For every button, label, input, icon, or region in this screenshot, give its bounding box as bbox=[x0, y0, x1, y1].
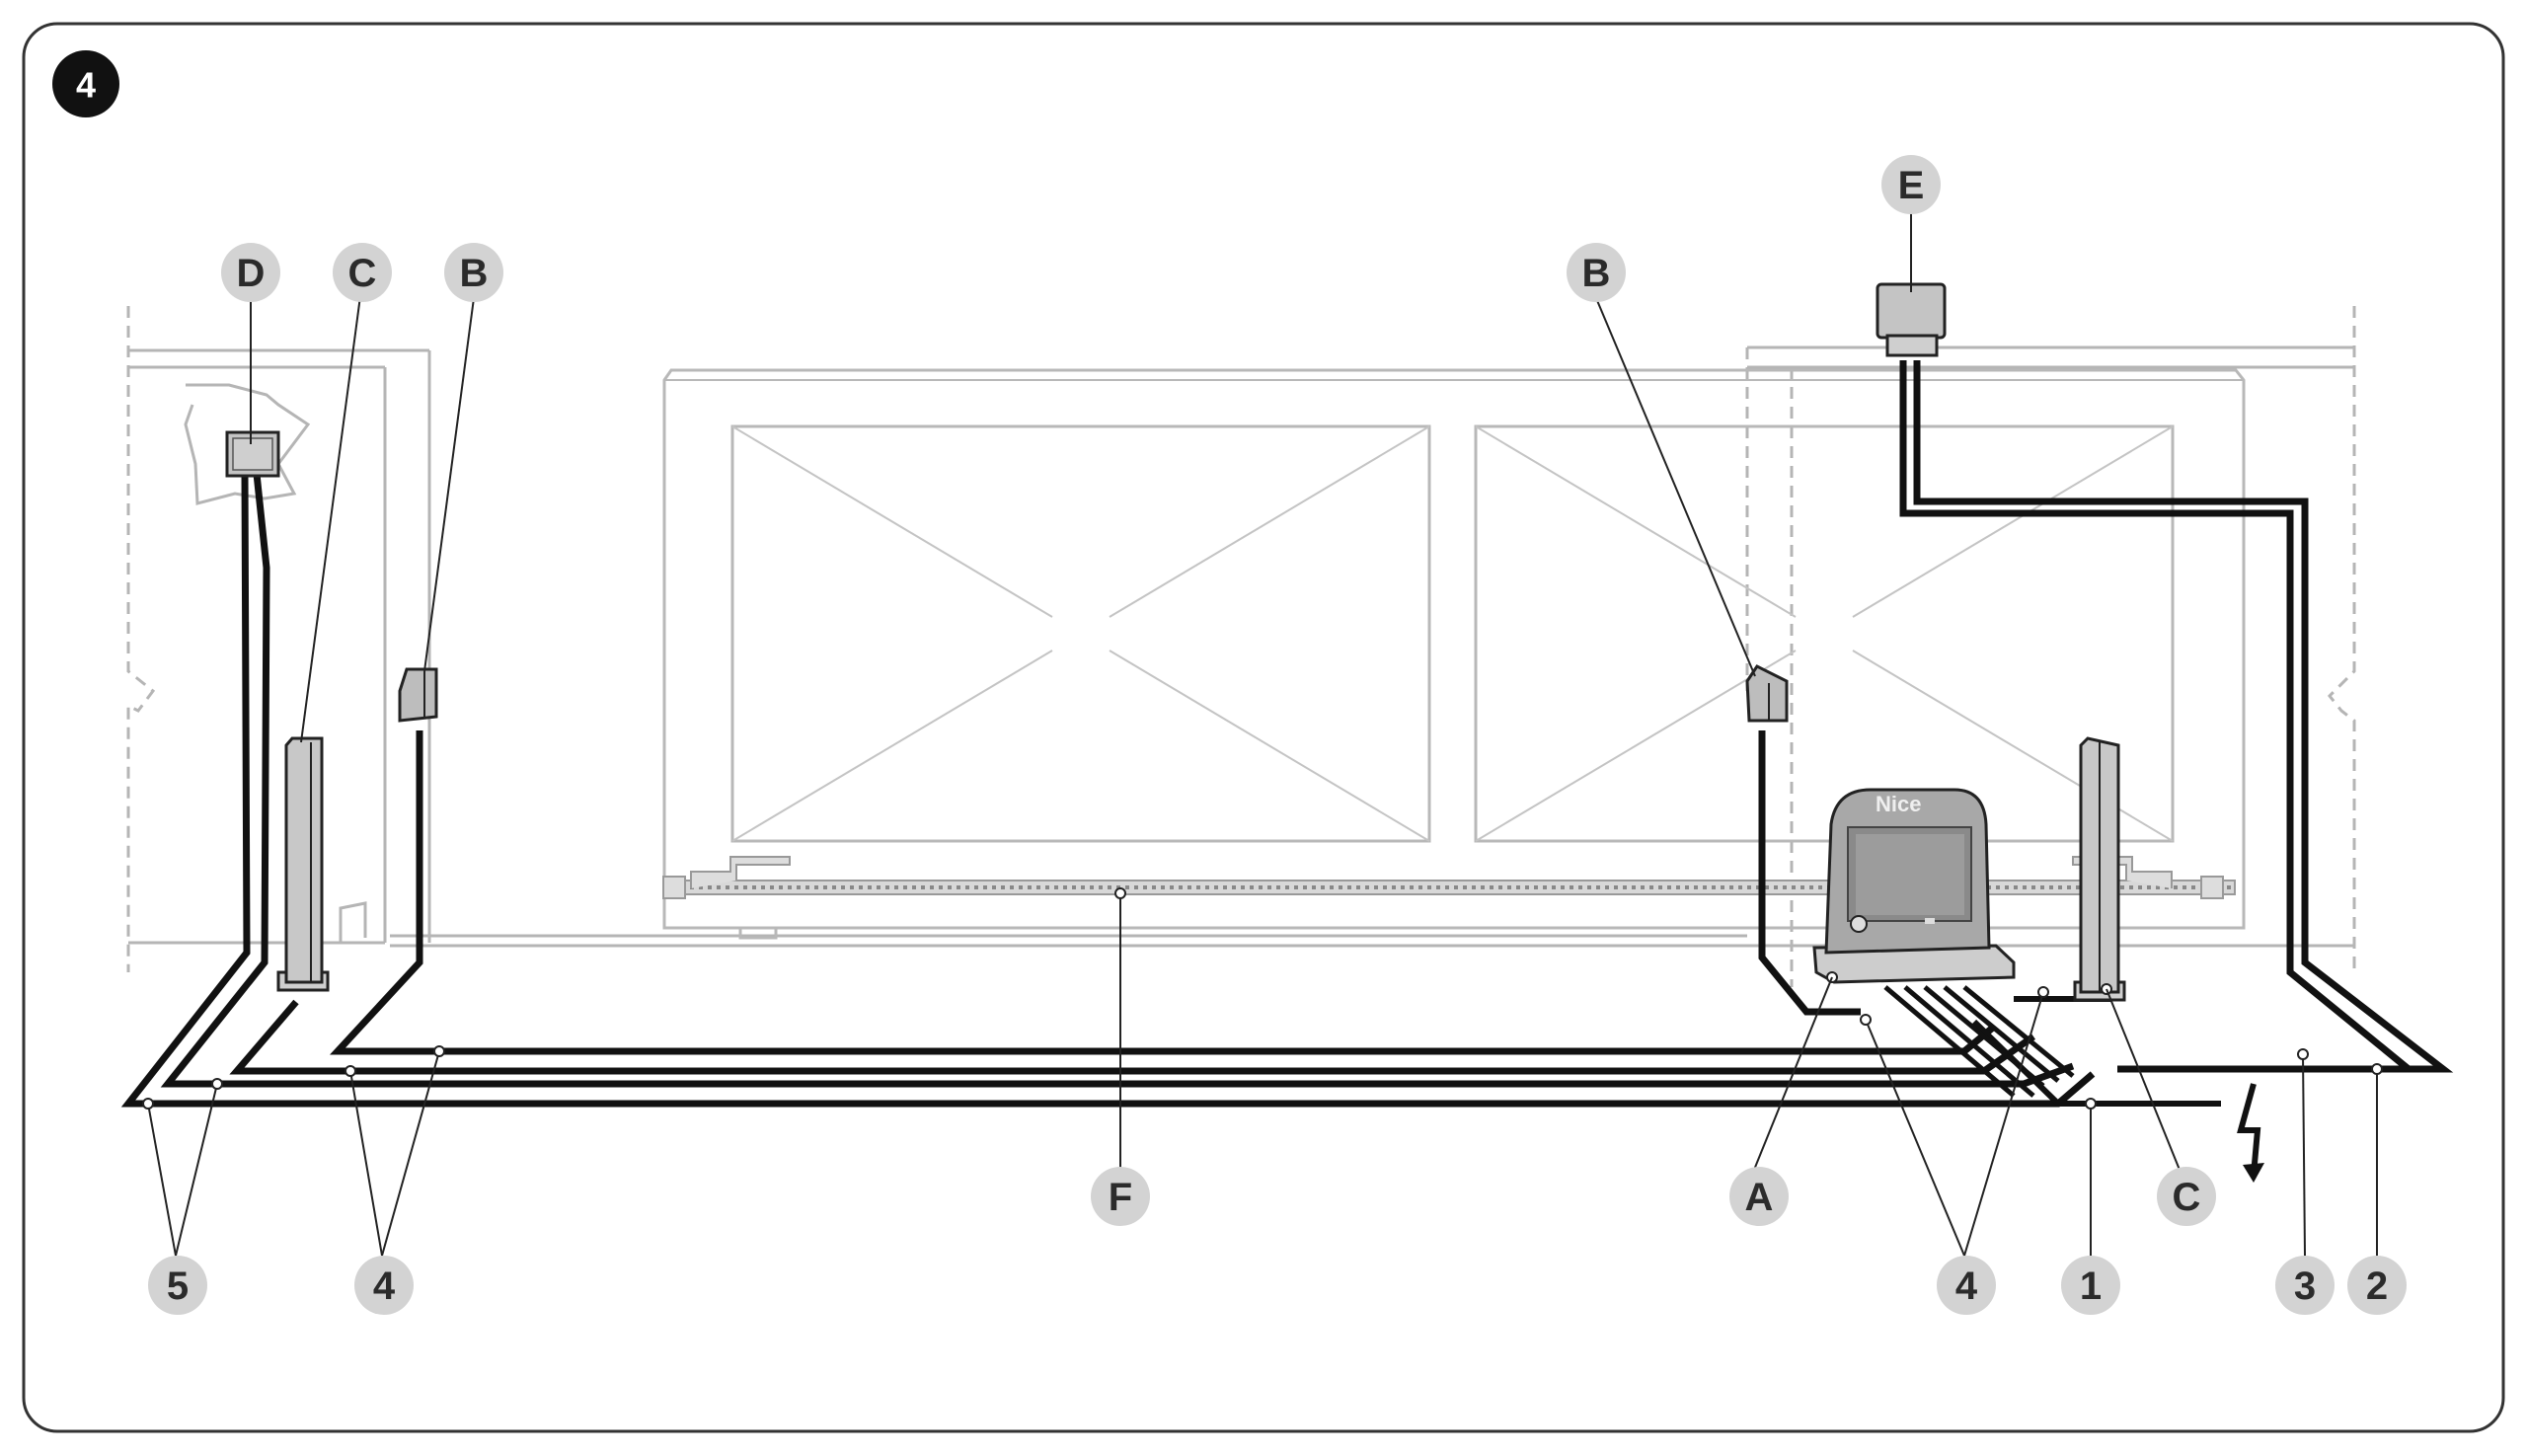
photocell-post-right bbox=[2073, 736, 2126, 1002]
callout-C-left: C bbox=[333, 243, 392, 302]
callout-2: 2 bbox=[2347, 1256, 2407, 1315]
svg-text:3: 3 bbox=[2294, 1264, 2316, 1308]
callout-F: F bbox=[1091, 1167, 1150, 1226]
callout-A: A bbox=[1729, 1167, 1789, 1226]
figure-number: 4 bbox=[76, 65, 96, 106]
svg-text:B: B bbox=[460, 252, 489, 295]
callout-5: 5 bbox=[148, 1256, 207, 1315]
svg-text:C: C bbox=[2173, 1176, 2201, 1219]
figure-frame bbox=[22, 22, 2505, 1433]
manufacturer-logo: Nice bbox=[1876, 792, 1921, 816]
sliding-gate bbox=[662, 368, 2246, 940]
svg-text:C: C bbox=[348, 252, 377, 295]
callout-D: D bbox=[221, 243, 280, 302]
photocell-right-B bbox=[1745, 664, 1789, 723]
ground-line bbox=[390, 934, 2354, 948]
callout-3: 3 bbox=[2275, 1256, 2335, 1315]
gear-rack bbox=[662, 856, 2236, 899]
leader-lines bbox=[147, 212, 2378, 1257]
svg-text:4: 4 bbox=[373, 1264, 396, 1308]
callout-4-left: 4 bbox=[354, 1256, 414, 1315]
svg-text:B: B bbox=[1582, 252, 1611, 295]
photocell-post-left bbox=[276, 736, 330, 992]
callout-B-left: B bbox=[444, 243, 503, 302]
mains-power-icon bbox=[2237, 1083, 2264, 1183]
key-selector-D bbox=[225, 430, 280, 478]
svg-text:A: A bbox=[1745, 1176, 1774, 1219]
callout-1: 1 bbox=[2061, 1256, 2120, 1315]
flashing-light-E bbox=[1876, 282, 1947, 357]
callout-E: E bbox=[1881, 155, 1941, 214]
callout-C-right: C bbox=[2157, 1167, 2216, 1226]
gearmotor-A: Nice bbox=[1812, 788, 2016, 984]
svg-text:4: 4 bbox=[1955, 1264, 1978, 1308]
left-gate-stop bbox=[339, 901, 367, 943]
svg-text:F: F bbox=[1109, 1176, 1132, 1219]
svg-text:1: 1 bbox=[2080, 1264, 2102, 1308]
svg-text:E: E bbox=[1898, 164, 1925, 207]
figure-number-badge: 4 bbox=[52, 50, 119, 117]
left-wall bbox=[126, 306, 431, 972]
cable-routing bbox=[120, 360, 2454, 1108]
svg-text:D: D bbox=[237, 252, 266, 295]
svg-text:5: 5 bbox=[167, 1264, 189, 1308]
callout-4-right: 4 bbox=[1937, 1256, 1996, 1315]
cable-end-dots bbox=[142, 887, 2383, 1110]
svg-text:2: 2 bbox=[2366, 1264, 2388, 1308]
callout-B-right: B bbox=[1567, 243, 1626, 302]
photocell-left-B bbox=[398, 667, 438, 723]
